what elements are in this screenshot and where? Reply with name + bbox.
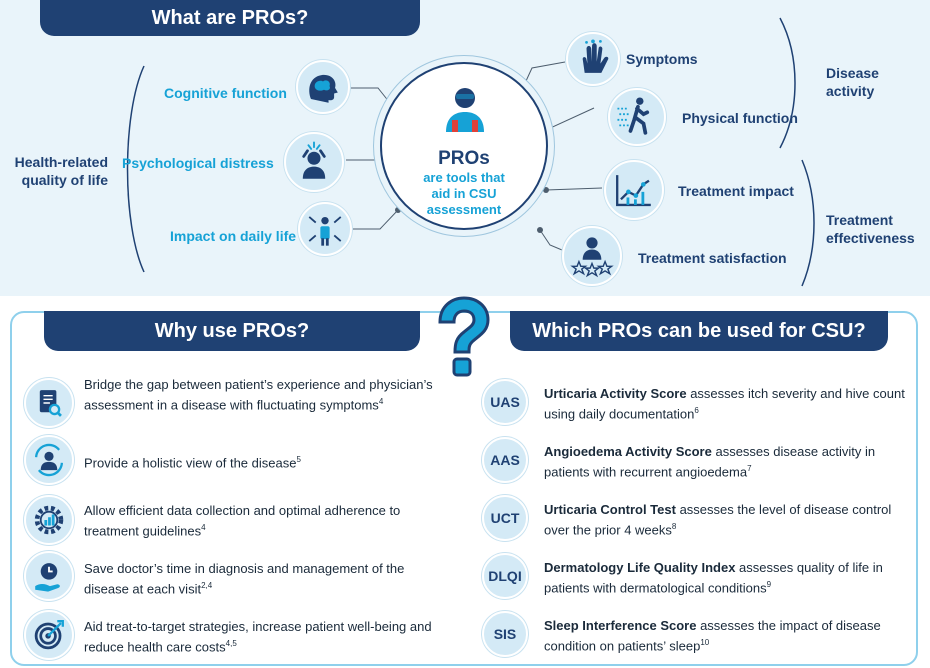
center-title: PROs [438, 148, 490, 169]
dlqi-description: Dermatology Life Quality Index assesses … [544, 560, 883, 595]
cognitive-function-icon-circle [296, 60, 350, 114]
gear-chart-icon [24, 495, 74, 545]
why-item-4-text: Save doctor’s time in diagnosis and mana… [84, 561, 405, 596]
head-brain-icon [309, 74, 338, 103]
physical-function-icon-circle [608, 88, 666, 146]
center-subtitle: are tools that aid in CSU assessment [423, 170, 505, 217]
person-arrows-icon [308, 216, 342, 246]
why-item-1-text: Bridge the gap between patient’s experie… [84, 377, 433, 412]
label-physical-function: Physical function [682, 110, 798, 126]
aas-description: Angioedema Activity Score assesses disea… [544, 444, 876, 479]
walking-person-icon [617, 97, 650, 135]
dlqi-badge: DLQI [482, 553, 528, 599]
treatment-effectiveness-label: Treatment effectiveness [826, 212, 915, 246]
impact-daily-life-icon-circle [298, 202, 352, 256]
psychological-distress-icon-circle [284, 132, 344, 192]
symptoms-icon-circle [566, 32, 620, 86]
sis-badge: SIS [482, 611, 528, 657]
why-item-5-text: Aid treat-to-target strategies, increase… [84, 619, 432, 654]
which-pros-banner: Which PROs can be used for CSU? [510, 311, 888, 351]
hrql-label: Health-related quality of life [14, 154, 108, 188]
label-symptoms: Symptoms [626, 51, 698, 67]
uas-badge: UAS [482, 379, 528, 425]
question-mark-icon [432, 296, 494, 382]
sis-description: Sleep Interference Score assesses the im… [544, 618, 881, 653]
label-psychological-distress: Psychological distress [122, 155, 274, 171]
label-impact-on-daily-life: Impact on daily life [170, 228, 297, 244]
treatment-impact-icon-circle [604, 160, 664, 220]
right-bracket-disease-activity [779, 17, 796, 149]
why-item-3-text: Allow efficient data collection and opti… [84, 503, 401, 538]
patient-icon [446, 88, 484, 132]
uct-description: Urticaria Control Test assesses the leve… [544, 502, 892, 537]
itchy-hand-icon [582, 39, 609, 73]
document-search-icon [24, 378, 74, 428]
why-item-2-text: Provide a holistic view of the disease5 [84, 455, 301, 471]
treatment-satisfaction-icon-circle [562, 226, 622, 286]
target-icon [24, 610, 74, 660]
line-chart-icon [616, 175, 651, 207]
uct-badge: UCT [482, 495, 528, 541]
left-bracket [126, 65, 145, 273]
aas-badge: AAS [482, 437, 528, 483]
person-cycle-icon [24, 435, 74, 485]
what-are-pros-banner: What are PROs? [40, 0, 420, 36]
clock-hand-icon [24, 551, 74, 601]
distressed-person-icon [302, 141, 326, 179]
person-stars-icon [570, 237, 614, 278]
uas-description: Urticaria Activity Score assesses itch s… [544, 386, 905, 421]
what-are-pros-section: What are PROs? Health-related quality of… [0, 0, 930, 296]
label-treatment-satisfaction: Treatment satisfaction [638, 250, 787, 266]
disease-activity-label: Disease activity [826, 65, 879, 99]
why-use-pros-banner: Why use PROs? [44, 311, 420, 351]
label-cognitive-function: Cognitive function [164, 85, 287, 101]
right-bracket-treatment-effectiveness [801, 159, 815, 287]
label-treatment-impact: Treatment impact [678, 183, 794, 199]
pros-center-circle: PROs are tools that aid in CSU assessmen… [380, 62, 548, 230]
